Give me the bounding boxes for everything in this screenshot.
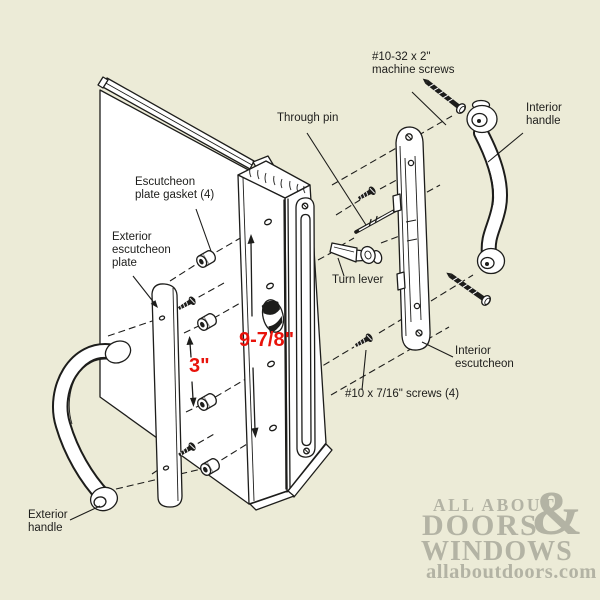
escutcheon-hole <box>407 159 415 167</box>
dimension-9-7-8: 9-7/8" <box>239 329 295 351</box>
machine-screw <box>418 73 468 116</box>
watermark-doors: DOORS <box>422 509 539 542</box>
side-tab <box>392 193 402 213</box>
callout-escutcheon-plate-gasket: Escutcheon plate gasket (4) <box>135 176 215 201</box>
plate-hole <box>158 315 166 321</box>
dimension-3: 3" <box>189 355 210 377</box>
handle-top-mount <box>104 340 132 364</box>
callout-interior-escutcheon: Interior escutcheon <box>455 345 514 370</box>
interior-handle <box>466 99 508 275</box>
callout-exterior-escutcheon-plate: Exterior escutcheon plate <box>112 231 171 269</box>
escutcheon-hole <box>413 302 421 310</box>
screw <box>352 331 375 350</box>
callout-interior-handle: Interior handle <box>526 102 562 127</box>
watermark-website: allaboutdoors.com <box>426 561 597 583</box>
lock-stile <box>237 160 333 511</box>
callout-leader-lines <box>69 91 524 521</box>
turn-lever <box>329 242 383 265</box>
stile-screw-holes <box>263 218 278 432</box>
machine-screw <box>442 267 493 308</box>
callout-screws: #10 x 7/16" screws (4) <box>345 388 460 400</box>
plate-hole <box>162 465 170 471</box>
callout-machine-screws: #10-32 x 2" machine screws <box>372 51 455 76</box>
wood-grain <box>249 167 306 194</box>
callout-through-pin: Through pin <box>277 112 339 124</box>
lock-faceplate <box>295 197 316 458</box>
side-tab <box>396 271 406 291</box>
dimension-arrows <box>186 234 259 438</box>
exterior-handle <box>52 340 132 512</box>
thumbturn-cutout <box>261 299 285 334</box>
watermark-all-about: ALL ABOUT <box>433 495 557 515</box>
exterior-escutcheon-plate <box>151 283 183 508</box>
watermark-ampersand: & <box>531 480 583 548</box>
interior-escutcheon <box>392 126 431 351</box>
stile-front-face <box>237 174 288 505</box>
through-pin <box>354 208 398 234</box>
callout-exterior-handle: Exterior handle <box>28 509 68 534</box>
callout-turn-lever: Turn lever <box>332 274 384 286</box>
watermark-windows: WINDOWS <box>421 536 573 567</box>
